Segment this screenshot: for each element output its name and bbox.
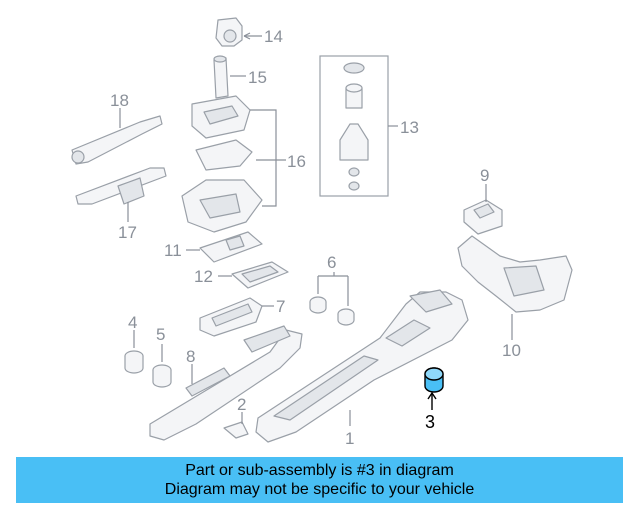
part-13-shifter-assembly[interactable]: 13 xyxy=(319,55,419,197)
part-4-cup[interactable]: 4 xyxy=(124,313,144,374)
part-6-plugs[interactable]: 6 xyxy=(309,253,355,326)
part-9-cover[interactable]: 9 xyxy=(463,166,503,235)
callout-11: 11 xyxy=(164,241,182,260)
callout-3: 3 xyxy=(425,412,435,432)
part-1-center-console[interactable]: 1 xyxy=(255,289,469,448)
callout-2: 2 xyxy=(237,395,246,414)
callout-16: 16 xyxy=(287,152,306,171)
part-5-cup[interactable]: 5 xyxy=(152,325,172,388)
callout-9: 9 xyxy=(480,166,489,185)
callout-5: 5 xyxy=(156,325,165,344)
callout-4: 4 xyxy=(128,313,137,332)
caption-banner: Part or sub-assembly is #3 in diagram Di… xyxy=(16,457,623,503)
callout-7: 7 xyxy=(276,297,285,316)
callout-1: 1 xyxy=(345,429,354,448)
caption-line-1: Part or sub-assembly is #3 in diagram xyxy=(185,462,454,479)
part-17-handbrake-bracket[interactable]: 17 xyxy=(75,167,167,242)
caption-line-2: Diagram may not be specific to your vehi… xyxy=(164,481,475,498)
callout-6: 6 xyxy=(327,253,336,272)
callout-8: 8 xyxy=(186,347,195,366)
callout-12: 12 xyxy=(194,267,213,286)
part-12-trim-frame[interactable]: 12 xyxy=(194,261,289,289)
part-10-rear-bracket[interactable]: 10 xyxy=(457,235,573,360)
part-16-shift-plate[interactable]: 16 xyxy=(181,95,306,233)
part-11-shift-gate[interactable]: 11 xyxy=(164,231,263,263)
part-3-highlighted[interactable]: 3 xyxy=(424,367,444,432)
part-2-clip[interactable]: 2 xyxy=(223,395,249,439)
part-14-shift-knob[interactable]: 14 xyxy=(215,17,283,47)
part-8-side-panel[interactable]: 8 xyxy=(149,325,303,441)
callout-15: 15 xyxy=(248,68,267,87)
callout-18: 18 xyxy=(110,91,129,110)
part-18-handbrake-lever[interactable]: 18 xyxy=(71,91,163,165)
callout-14: 14 xyxy=(264,27,283,46)
callout-13: 13 xyxy=(400,118,419,137)
part-15-shift-rod[interactable]: 15 xyxy=(213,55,267,99)
callout-10: 10 xyxy=(502,341,521,360)
part-7-bezel[interactable]: 7 xyxy=(199,297,285,337)
callout-17: 17 xyxy=(118,223,137,242)
parts-diagram: 14 15 18 17 16 xyxy=(71,17,573,448)
